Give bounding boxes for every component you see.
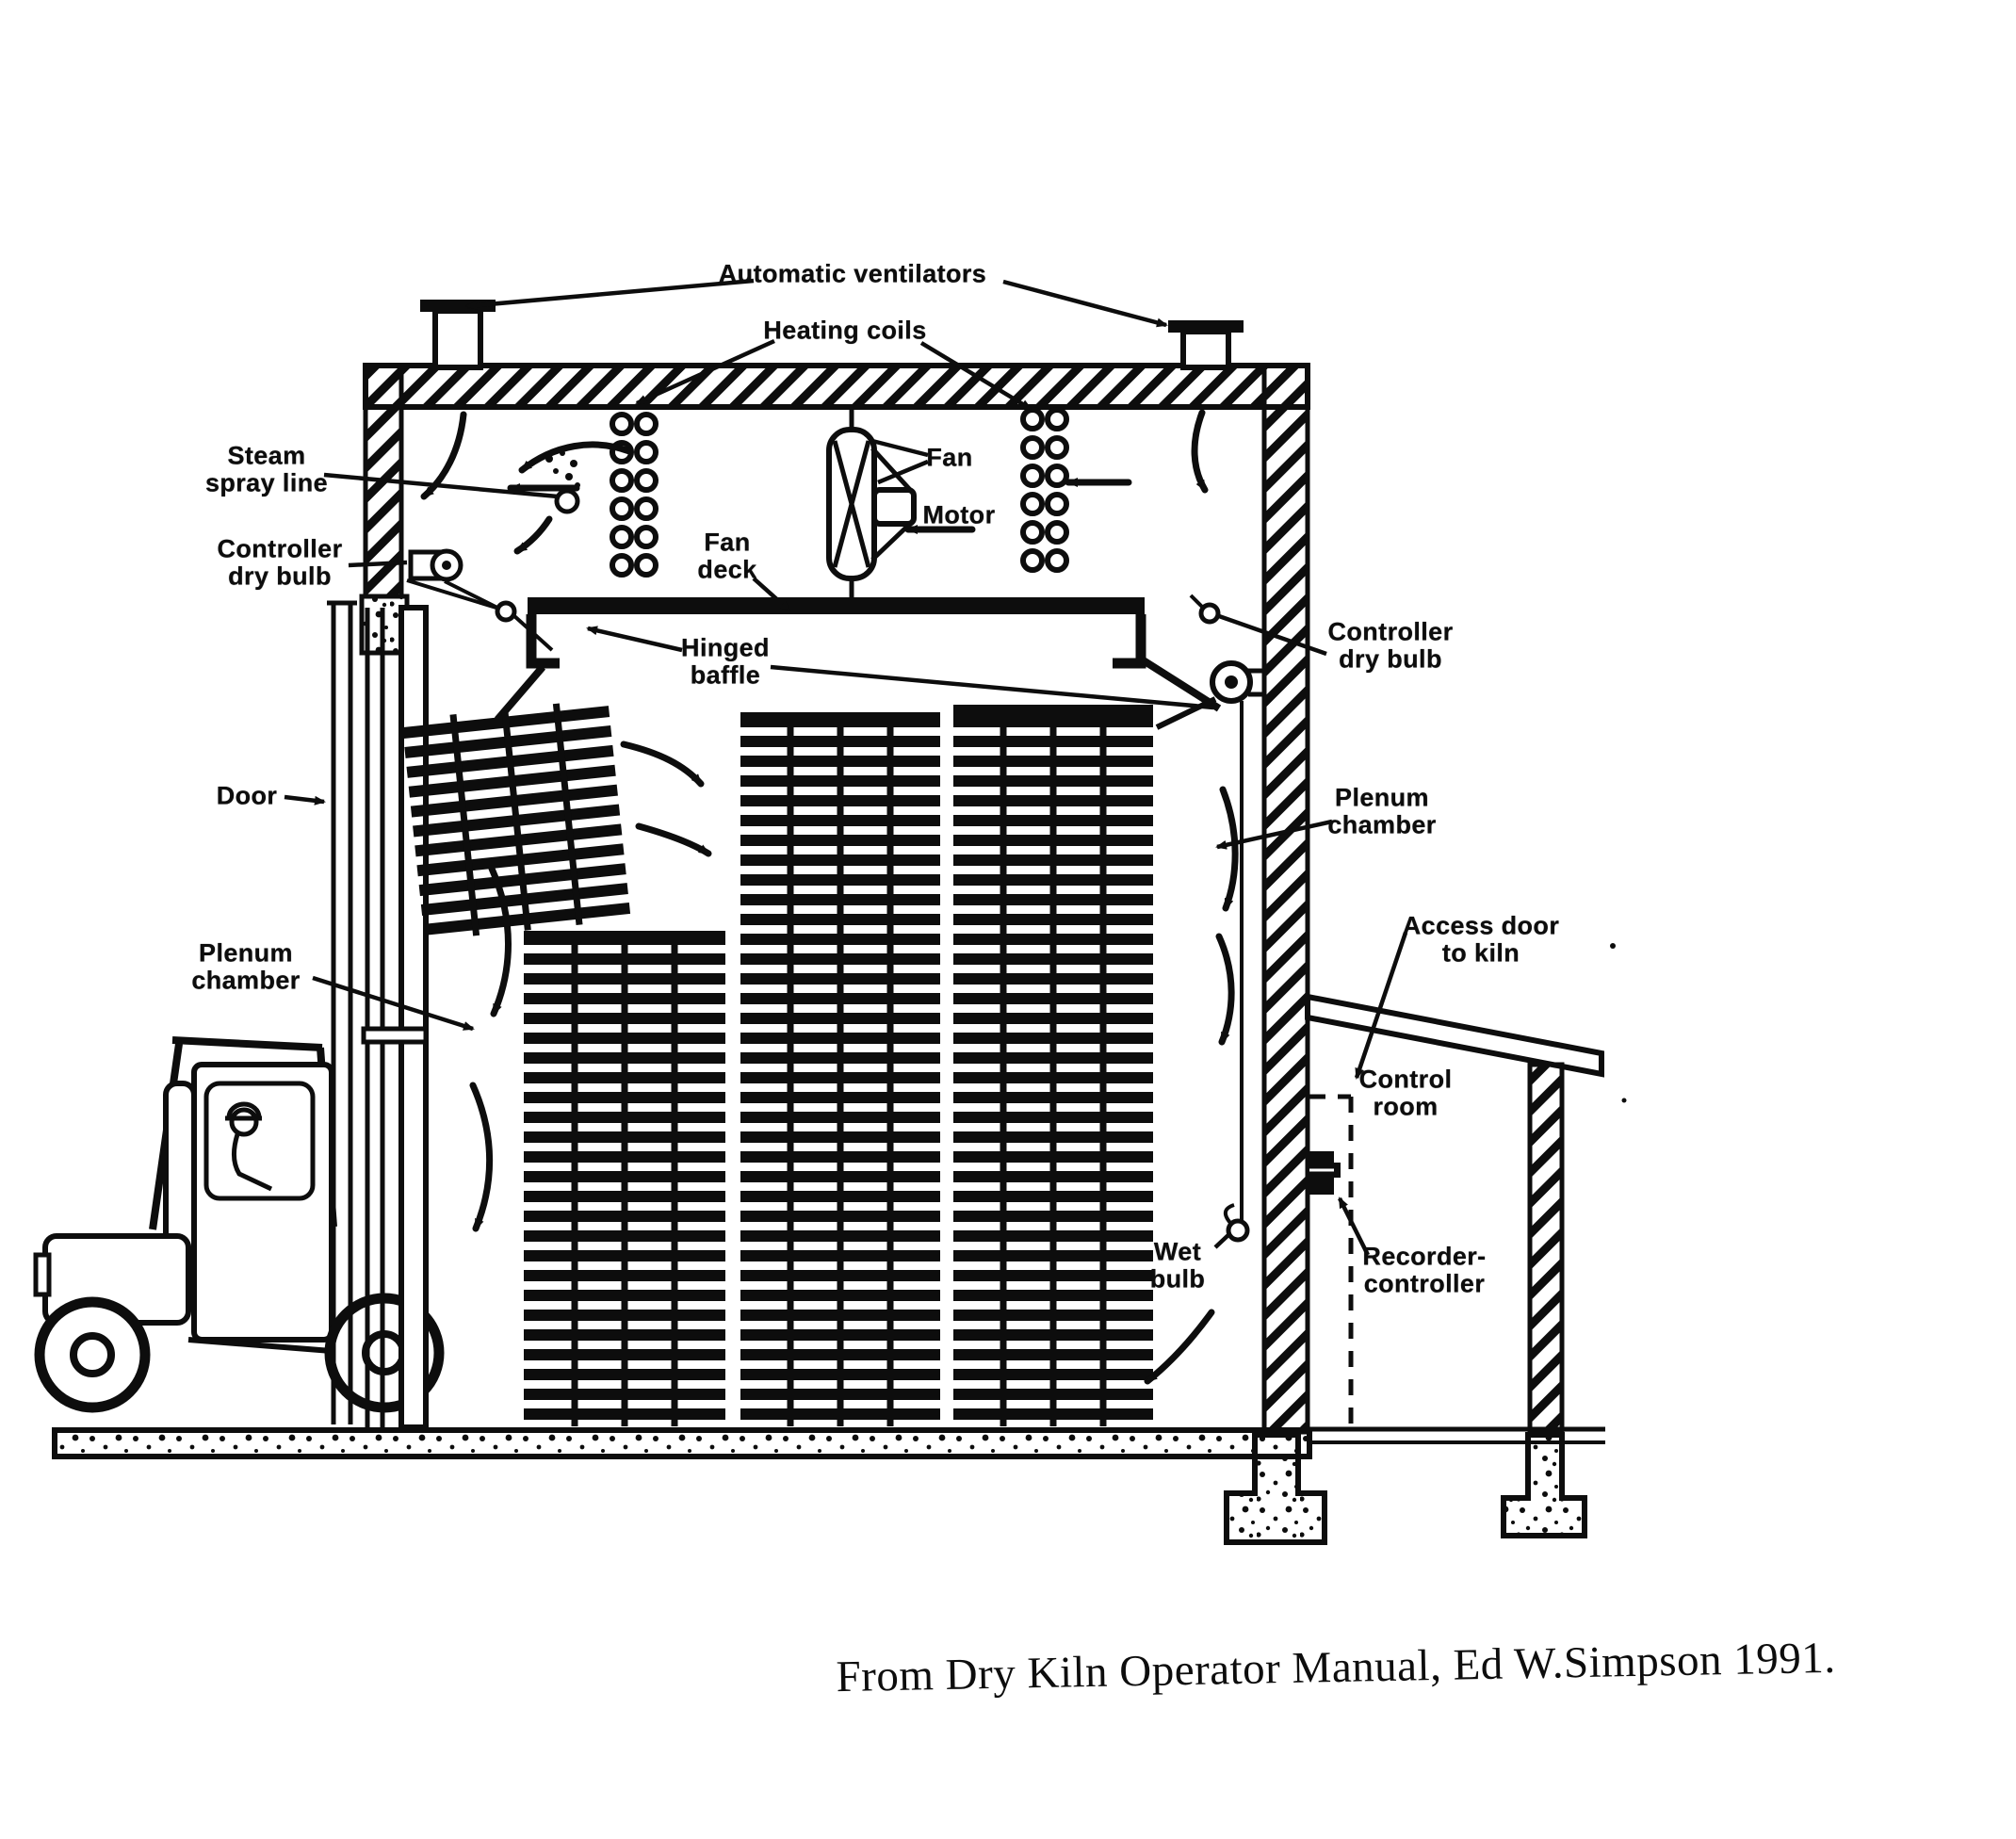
label-fan-deck: Fan deck [697, 528, 757, 583]
hinged-baffles [494, 656, 1264, 1221]
ventilator-right [1168, 320, 1244, 370]
airflow-arrows [420, 409, 1239, 1385]
forklift [33, 605, 445, 1430]
overhead-guard [171, 1036, 323, 1051]
tilt-cylinder [163, 1081, 197, 1258]
ventilator-left [420, 300, 496, 370]
controller-dry-bulb-left-device [406, 548, 554, 652]
label-plenum-chamber-right: Plenum chamber [1327, 783, 1437, 838]
steam-spray [545, 450, 580, 514]
hard-hat [226, 1101, 262, 1118]
photocopy-specks [1610, 943, 1627, 1103]
label-plenum-chamber-left: Plenum chamber [191, 938, 301, 994]
rear-wheel [34, 1296, 151, 1413]
label-motor: Motor [922, 500, 996, 529]
kiln-shell [359, 363, 1310, 1435]
label-heating-coils: Heating coils [763, 316, 927, 345]
label-recorder-controller: Recorder- controller [1362, 1242, 1487, 1297]
lumber-stack-left [524, 931, 725, 1426]
fan-motor [871, 487, 917, 527]
footing-left [1224, 1432, 1327, 1545]
wet-bulb-device [1223, 1203, 1250, 1243]
lumber-stack-right [953, 705, 1153, 1426]
heating-coils-right [1020, 407, 1069, 573]
fan-assembly [826, 407, 917, 599]
driver-body [232, 1133, 273, 1192]
label-controller-dry-bulb-right: Controller dry bulb [1327, 617, 1454, 673]
cab-window [203, 1081, 316, 1201]
fan-deck [526, 597, 1146, 669]
label-access-door-to-kiln: Access door to kiln [1402, 911, 1560, 967]
kiln-roof [363, 363, 1310, 410]
wet-bulb-sensor [1226, 1218, 1250, 1243]
baffle-right [1139, 656, 1222, 712]
lumber-stack-tilted [401, 698, 631, 941]
control-room-shack [1305, 993, 1604, 1435]
access-door-dashed [1309, 1094, 1354, 1430]
dry-bulb-sensor-right [1198, 602, 1221, 625]
controller-dry-bulb-right-device [1189, 594, 1221, 625]
label-controller-dry-bulb-left: Controller dry bulb [217, 534, 343, 590]
label-door: Door [216, 781, 278, 810]
lumber-stack-center [740, 712, 940, 1426]
label-wet-bulb: Wet bulb [1149, 1237, 1206, 1293]
recorder-controller-device [1309, 1151, 1341, 1195]
label-steam-spray-line: Steam spray line [204, 441, 329, 496]
driver-head [229, 1107, 259, 1137]
kiln-door [327, 600, 357, 1424]
leader-lines [284, 278, 1408, 1257]
label-control-room: Control room [1358, 1065, 1453, 1120]
shack-roof [1305, 993, 1604, 1078]
kiln-right-wall [1261, 363, 1310, 1435]
label-fan: Fan [926, 443, 973, 472]
kiln-floor [52, 1426, 1605, 1459]
shack-post [1527, 1062, 1565, 1435]
dry-bulb-sensor-left [495, 600, 517, 623]
spray-nozzle [554, 488, 580, 514]
label-automatic-ventilators: Automatic ventilators [718, 259, 987, 288]
footing-right [1501, 1432, 1587, 1538]
foundation-footings [1224, 1432, 1587, 1545]
label-hinged-baffle: Hinged baffle [681, 633, 770, 689]
driver [225, 1101, 273, 1192]
heating-coils-left [610, 412, 658, 578]
